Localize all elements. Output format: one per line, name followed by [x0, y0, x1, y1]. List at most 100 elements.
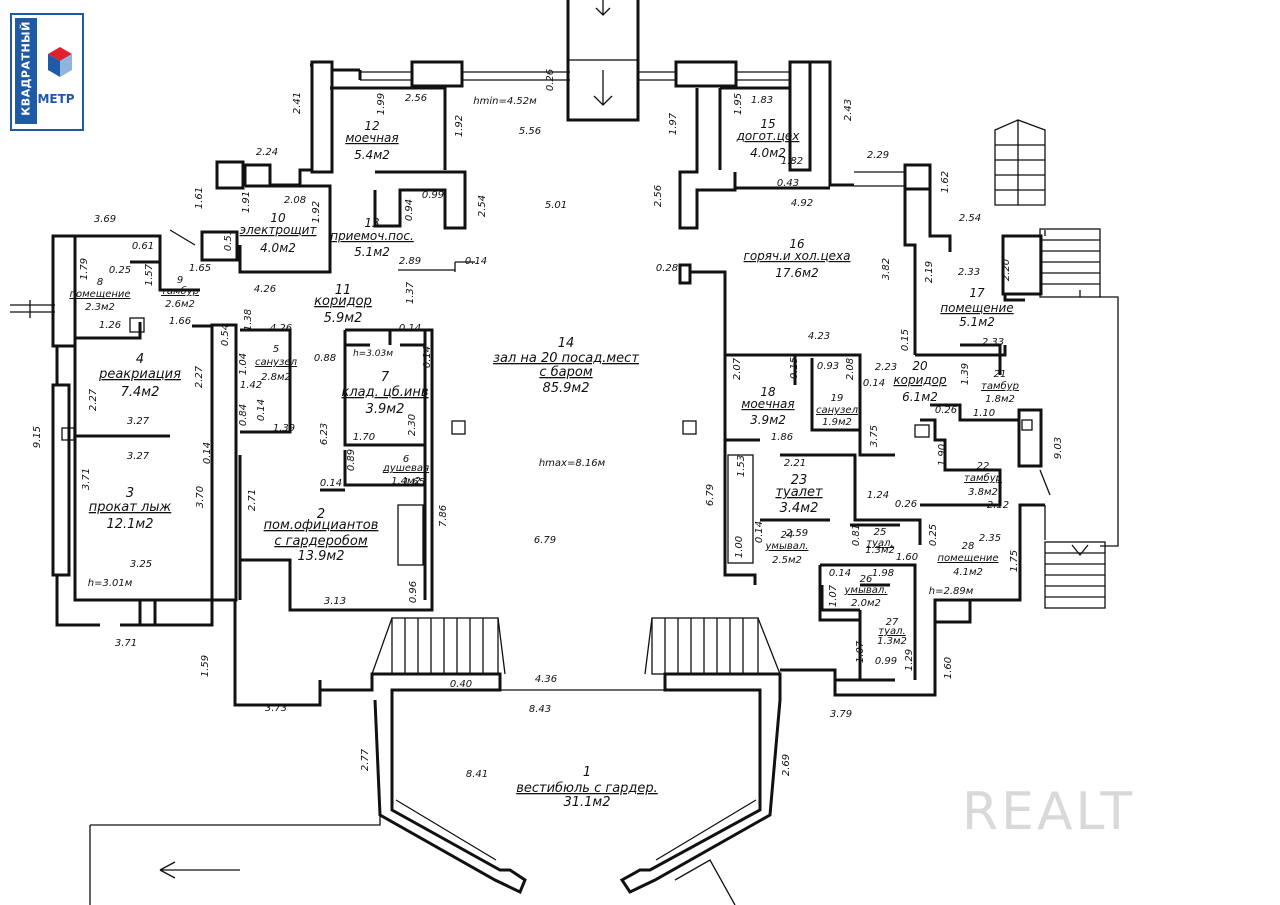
- dimension-label: 6.23: [319, 423, 330, 445]
- dimension-label: 0.14: [829, 568, 851, 579]
- dimension-label: 2.08: [845, 358, 856, 380]
- dimension-label: 1.82: [781, 156, 803, 167]
- dimension-label: 1.07: [855, 640, 866, 663]
- dimension-label: 4.26: [270, 323, 292, 334]
- dimension-label: 5.56: [519, 126, 541, 137]
- room-16-name: горяч.и хол.цеха: [744, 249, 851, 263]
- room-27-number: 27: [886, 617, 899, 628]
- dimension-label: 2.41: [292, 92, 303, 114]
- dimension-label: 1.60: [896, 552, 918, 563]
- room-13-name: приемоч.пос.: [330, 229, 414, 243]
- dimension-label: 1.99: [376, 93, 387, 115]
- room-22-area: 3.8м2: [968, 487, 998, 498]
- room-23-name: туалет: [775, 485, 823, 500]
- dimension-label: 1.00: [734, 536, 745, 558]
- dimension-label: 2.20: [1001, 259, 1012, 281]
- room-14-area: 85.9м2: [542, 381, 589, 396]
- room-12-number: 12: [364, 119, 379, 133]
- dimension-label: 2.59: [786, 528, 808, 539]
- room-9-name: тамбур: [161, 285, 199, 297]
- dimension-label: 3.71: [115, 638, 137, 649]
- room-25-name: туал.: [866, 538, 893, 549]
- room-19-area: 1.9м2: [822, 417, 852, 428]
- room-24-name: умывал.: [765, 541, 809, 552]
- dimension-label: 1.65: [189, 263, 211, 274]
- dimension-label: 4.92: [791, 198, 813, 209]
- dimension-label: 4.36: [535, 674, 557, 685]
- room-19-name: санузел: [816, 405, 859, 416]
- room-23-number: 23: [791, 473, 808, 488]
- dimension-label: 0.54: [220, 324, 231, 346]
- dimension-label: 2.08: [284, 195, 306, 206]
- dimension-label: 0.99: [875, 656, 897, 667]
- room-13-number: 13: [364, 216, 379, 230]
- dimension-label: 1.37: [405, 281, 416, 304]
- room-27-name: туал.: [878, 626, 905, 637]
- dimension-label: 2.54: [959, 213, 981, 224]
- dimension-label: 2.19: [924, 261, 935, 283]
- dimension-label: 1.83: [751, 95, 773, 106]
- walls: [10, 0, 1119, 905]
- room-4-name: реакриация: [98, 367, 181, 382]
- dimension-label: 6.79: [705, 484, 716, 506]
- room-3-number: 3: [126, 486, 134, 501]
- dimension-label: 1.91: [241, 191, 252, 213]
- dimension-label: 1.66: [169, 316, 191, 327]
- dimension-label: 1.90: [937, 444, 948, 466]
- dimension-label: 1.92: [454, 115, 465, 137]
- dimension-label: 1.62: [940, 171, 951, 193]
- room-13-area: 5.1м2: [354, 245, 390, 259]
- room-26-area: 2.0м2: [851, 598, 881, 609]
- dimension-label: 0.81: [851, 524, 862, 546]
- room-18-area: 3.9м2: [750, 413, 786, 427]
- room-28-area: 4.1м2: [953, 567, 983, 578]
- room-14-name-2: с баром: [539, 365, 592, 380]
- dimension-label: 2.33: [982, 337, 1004, 348]
- dimension-label: 2.24: [256, 147, 278, 158]
- logo-band: КВАДРАТНЫЙ: [15, 18, 37, 124]
- dimension-label: 0.93: [817, 361, 839, 372]
- dimension-label: 1.97: [668, 112, 679, 135]
- dimension-label: 2.43: [843, 99, 854, 121]
- dimension-label: 1.26: [99, 320, 121, 331]
- dimension-label: 1.39: [273, 423, 295, 434]
- room-2-name: пом.официантов: [264, 518, 379, 533]
- room-15-area: 4.0м2: [750, 146, 786, 160]
- room-18-number: 18: [760, 385, 776, 399]
- room-12-name: моечная: [345, 131, 398, 145]
- dimension-label: 2.69: [781, 754, 792, 776]
- dimension-label: 0.26: [935, 405, 957, 416]
- dimension-label: 1.95: [733, 93, 744, 115]
- room-28-name: помещение: [937, 553, 998, 564]
- room-17-name: помещение: [940, 301, 1013, 315]
- room-20-name: коридор: [893, 373, 947, 387]
- dimension-label: 0.25: [928, 524, 939, 546]
- room-10-number: 10: [270, 211, 286, 225]
- watermark: REALT: [962, 782, 1136, 842]
- room-11-number: 11: [335, 283, 352, 298]
- dimension-label: 0.61: [132, 241, 154, 252]
- dimension-label: 3.71: [81, 468, 92, 490]
- room-5-area: 2.8м2: [261, 372, 291, 383]
- room-21-number: 21: [994, 369, 1007, 380]
- room-3-area: 12.1м2: [106, 517, 153, 532]
- dimension-label: 0.14: [422, 346, 433, 368]
- dimension-label: 3.73: [265, 703, 287, 714]
- logo-bottom-text: МЕТР: [37, 92, 75, 106]
- room-1-number: 1: [583, 765, 591, 780]
- room-26-name: умывал.: [844, 585, 888, 596]
- room-24-area: 2.5м2: [772, 555, 802, 566]
- dimension-label: 0.84: [238, 404, 249, 426]
- dimension-label: 0.26: [545, 69, 556, 91]
- dimension-label: 6.79: [534, 535, 556, 546]
- room-22-name: тамбур: [964, 472, 1002, 484]
- room-10-name: электрощит: [240, 223, 318, 237]
- dimension-label: 3.82: [881, 258, 892, 280]
- room-11-area: 5.9м2: [324, 311, 363, 326]
- dimension-label: 0.99: [422, 190, 444, 201]
- room-6-name: душевая: [382, 463, 429, 474]
- dimension-label: 8.43: [529, 704, 551, 715]
- height-hmax: hmax=8.16м: [539, 458, 606, 469]
- dimension-label: 0.14: [320, 478, 342, 489]
